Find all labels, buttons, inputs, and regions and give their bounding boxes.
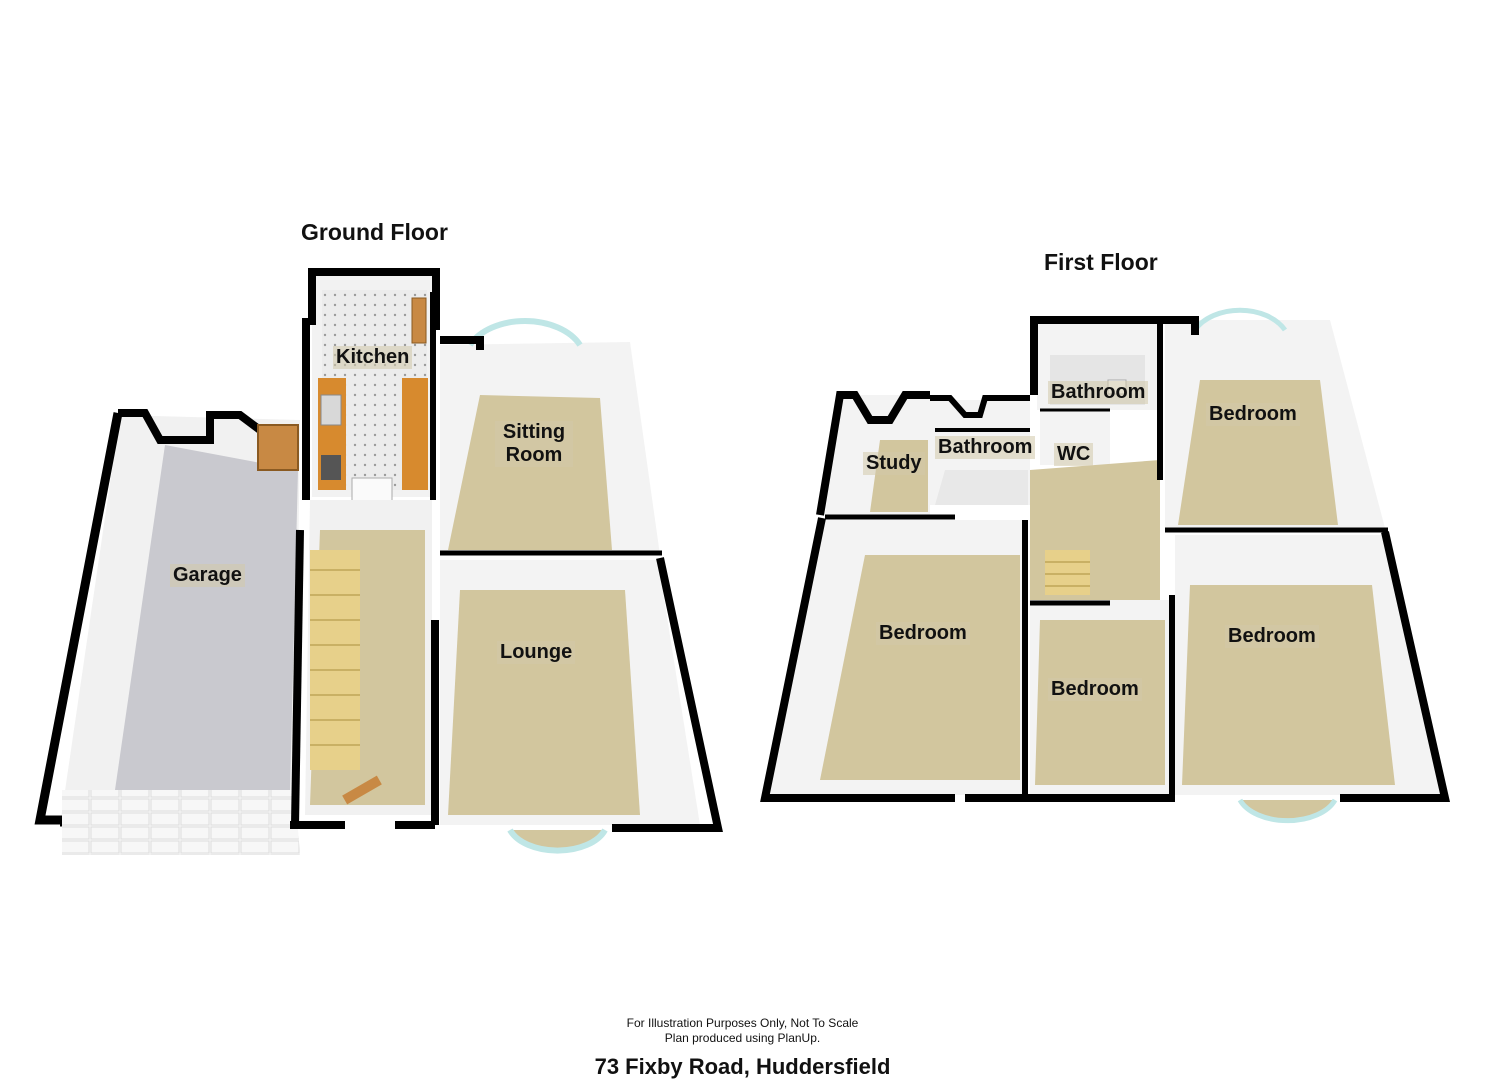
room-label-bedroom-bottom-right: Bedroom bbox=[1225, 625, 1319, 648]
lounge-room bbox=[440, 557, 723, 854]
room-label-study: Study bbox=[863, 452, 925, 475]
bedroom-bottom-right-room bbox=[1175, 531, 1451, 824]
room-label-lounge: Lounge bbox=[497, 641, 576, 664]
room-label-bedroom-middle: Bedroom bbox=[1048, 678, 1142, 701]
room-label-wc: WC bbox=[1054, 443, 1094, 466]
room-label-bathroom-top: Bathroom bbox=[1048, 381, 1149, 404]
room-label-garage: Garage bbox=[170, 564, 245, 587]
ground-floor-plan bbox=[34, 268, 723, 855]
room-label-bedroom-top-right: Bedroom bbox=[1206, 403, 1300, 426]
disclaimer-line-1: For Illustration Purposes Only, Not To S… bbox=[626, 1016, 859, 1030]
bedroom-left-room bbox=[760, 514, 1030, 802]
room-label-kitchen: Kitchen bbox=[333, 346, 413, 369]
room-label-bathroom-left: Bathroom bbox=[935, 436, 1036, 459]
staircase bbox=[310, 550, 360, 770]
first-floor-title: First Floor bbox=[1044, 249, 1158, 275]
hall-area bbox=[290, 500, 439, 829]
disclaimer-line-2: Plan produced using PlanUp. bbox=[664, 1031, 821, 1045]
landing-area bbox=[1030, 460, 1160, 600]
room-label-sitting-room: Sitting Room bbox=[495, 421, 573, 467]
ground-floor-title: Ground Floor bbox=[301, 219, 448, 245]
room-label-bedroom-left: Bedroom bbox=[876, 622, 970, 645]
property-address: 73 Fixby Road, Huddersfield bbox=[594, 1054, 891, 1079]
kitchen-room bbox=[302, 268, 440, 524]
garage-room bbox=[34, 409, 300, 855]
